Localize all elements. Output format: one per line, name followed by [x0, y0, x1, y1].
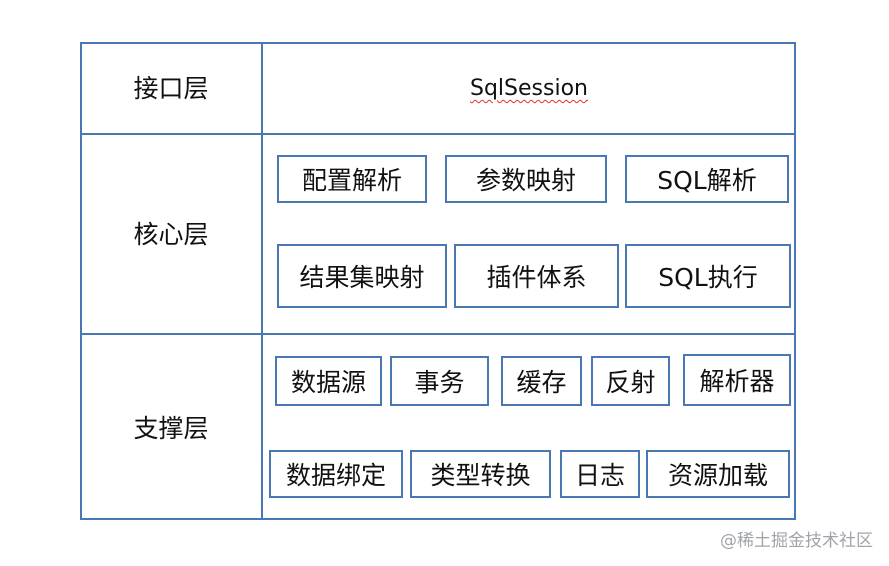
core-box-sql-parsing: SQL解析: [625, 155, 789, 203]
watermark-text: @稀土掘金技术社区: [720, 531, 873, 551]
interface-content: SqlSession: [262, 74, 796, 104]
support-box-logging: 日志: [560, 450, 640, 498]
support-box-type-conversion: 类型转换: [410, 450, 551, 498]
layer-label-interface: 接口层: [133, 74, 209, 103]
core-box-resultset-mapping: 结果集映射: [277, 244, 447, 308]
support-box-transaction: 事务: [390, 356, 489, 406]
core-box-sql-execution: SQL执行: [625, 244, 791, 308]
core-box-plugin-system: 插件体系: [454, 244, 619, 308]
layer-label-support: 支撑层: [133, 414, 209, 443]
support-box-data-binding: 数据绑定: [269, 450, 403, 498]
core-box-config-parsing: 配置解析: [277, 155, 427, 203]
layer-label-core: 核心层: [133, 220, 209, 249]
support-box-datasource: 数据源: [275, 356, 382, 406]
divider-interface-core: [80, 133, 796, 135]
support-box-resource-loading: 资源加载: [646, 450, 790, 498]
diagram-frame: [80, 42, 796, 520]
support-box-cache: 缓存: [501, 356, 582, 406]
divider-label-column: [261, 42, 263, 520]
divider-core-support: [80, 333, 796, 335]
core-box-parameter-mapping: 参数映射: [445, 155, 607, 203]
support-box-parser: 解析器: [683, 354, 791, 406]
support-box-reflection: 反射: [591, 356, 670, 406]
sqlsession-text: SqlSession: [470, 76, 588, 101]
